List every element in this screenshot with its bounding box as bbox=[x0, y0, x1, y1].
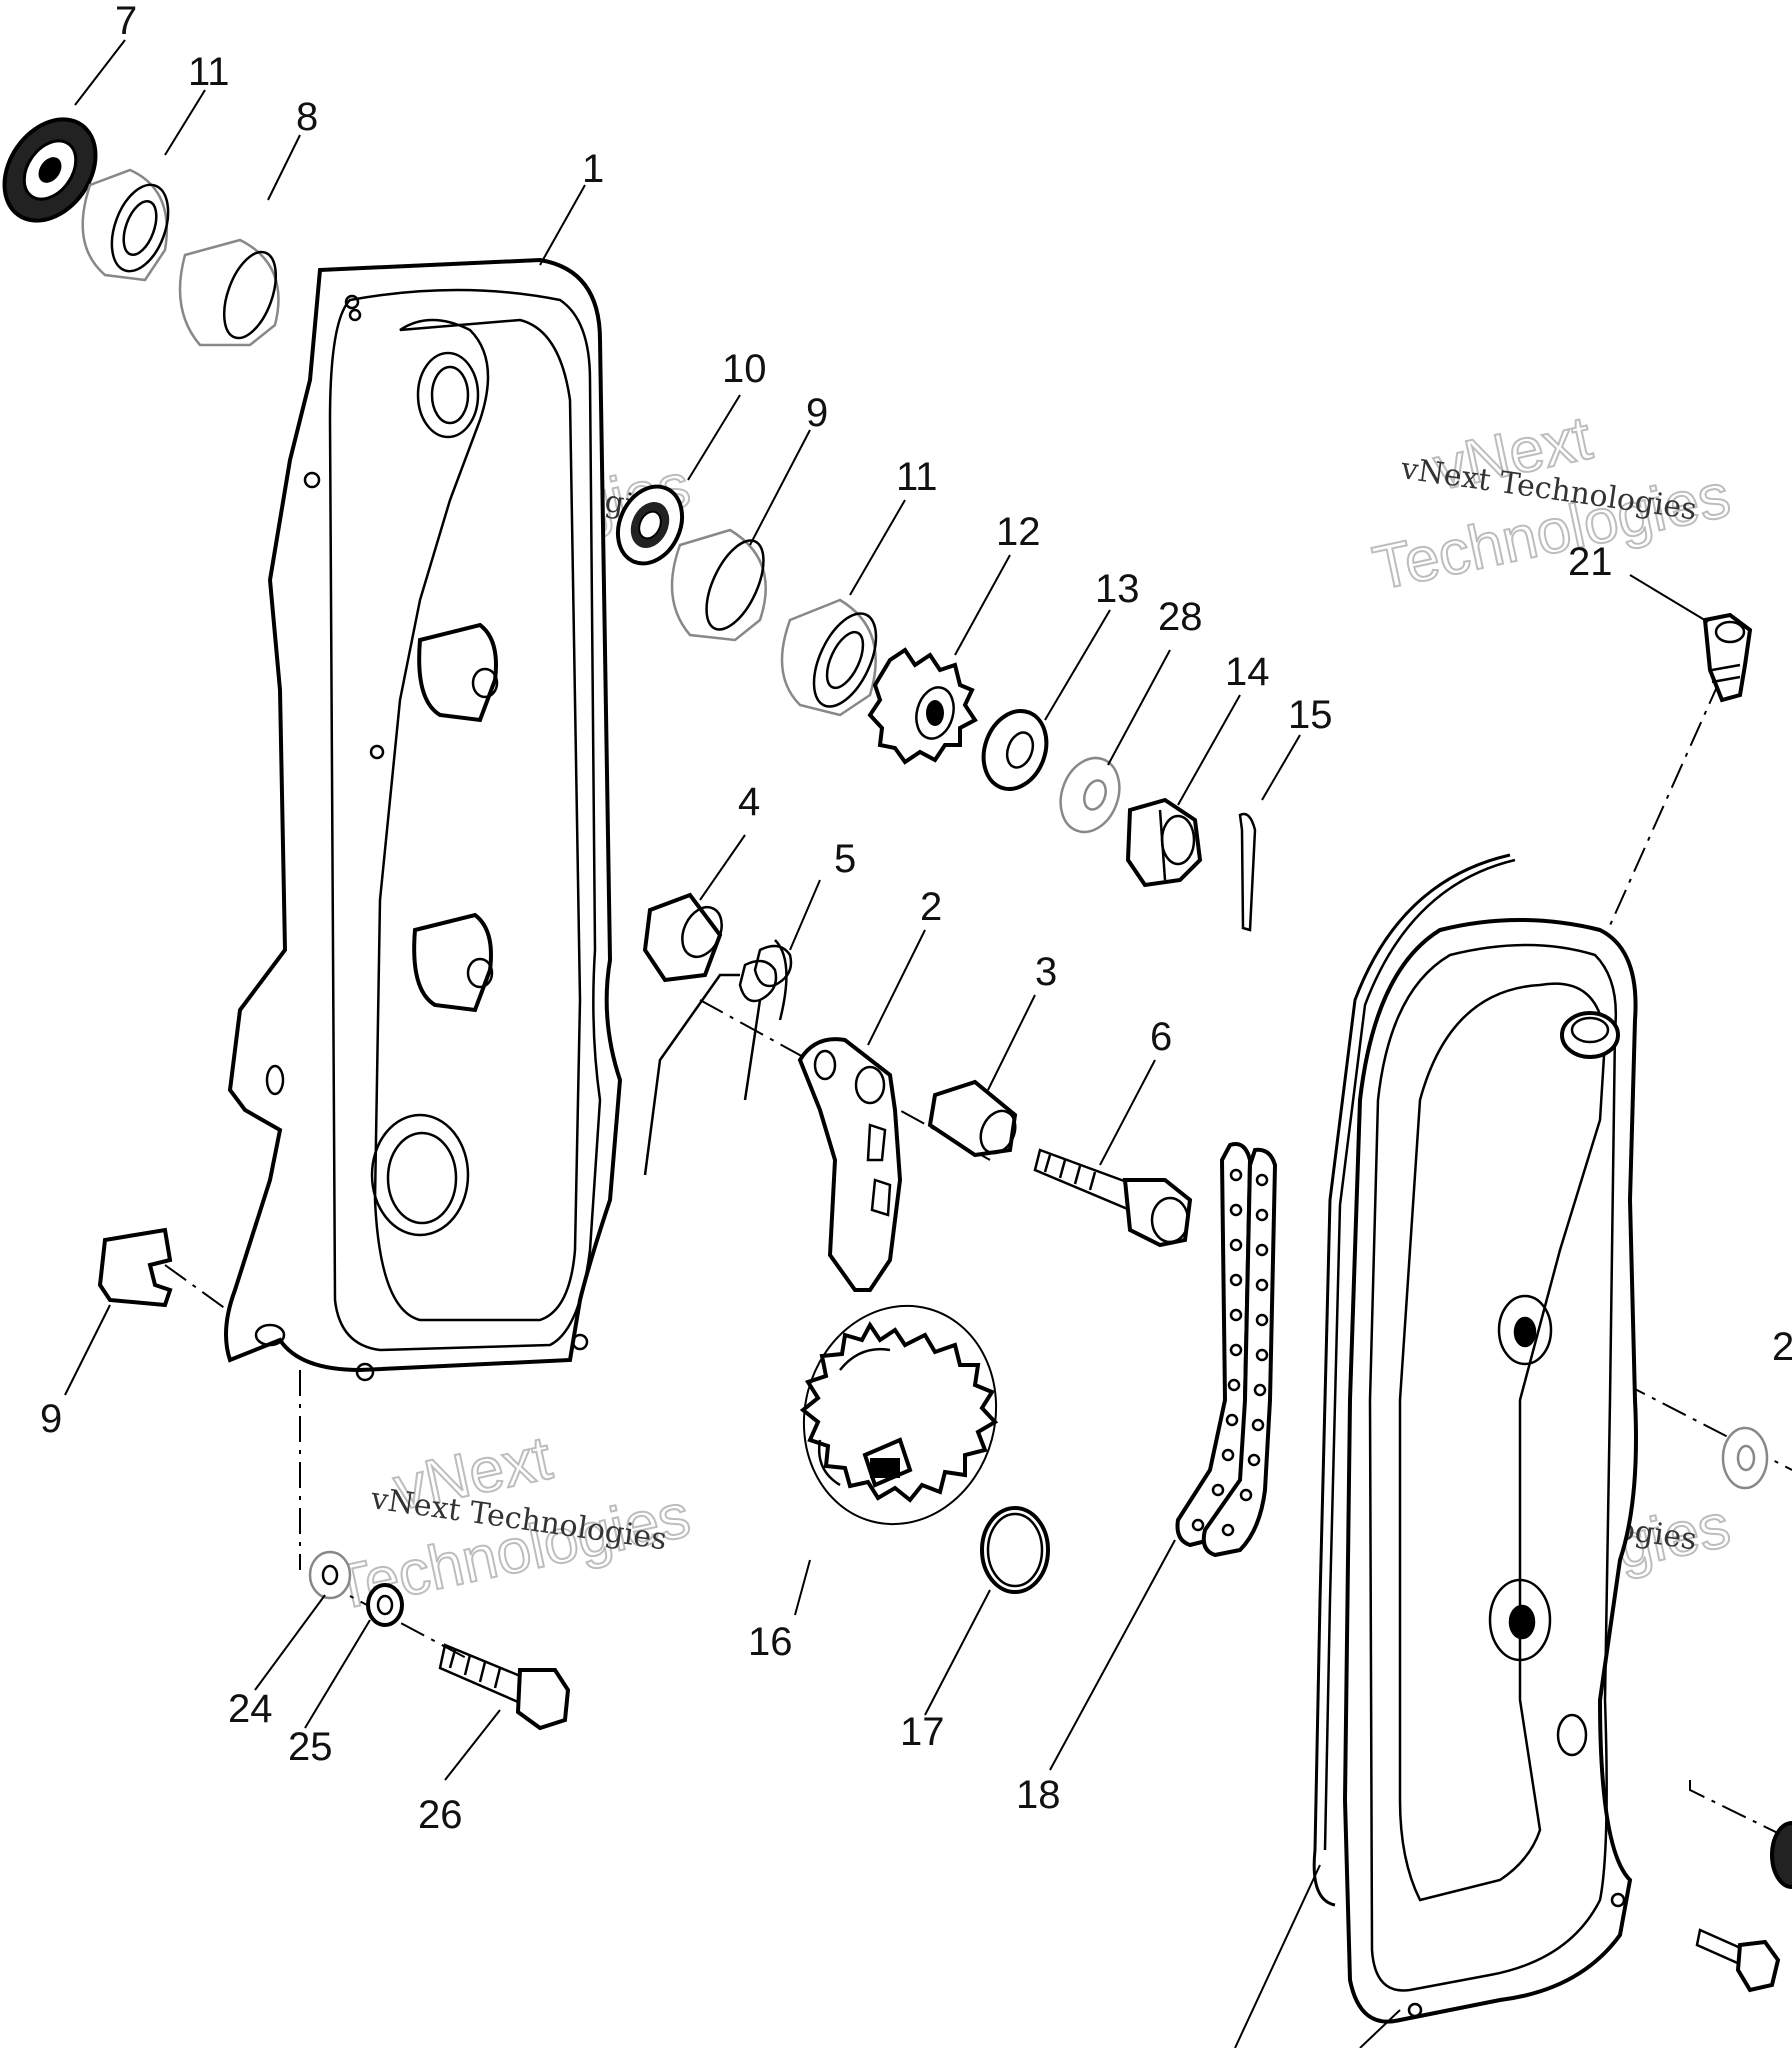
callout-2-right: 2 bbox=[1772, 1325, 1792, 1369]
callout-24: 24 bbox=[228, 1687, 273, 1731]
castle-nut-14 bbox=[1125, 797, 1203, 888]
snap-ring-17 bbox=[980, 1506, 1050, 1594]
sprocket-16 bbox=[799, 1304, 999, 1526]
callout-21: 21 bbox=[1568, 540, 1613, 584]
bolt-26 bbox=[438, 1643, 571, 1731]
axis-line-plug bbox=[1589, 679, 1721, 971]
callout-9-top: 8 bbox=[296, 95, 318, 139]
callout-17: 17 bbox=[900, 1710, 945, 1754]
bolt-6 bbox=[1033, 1148, 1193, 1248]
chain-18 bbox=[1175, 1142, 1278, 1558]
washer-24 bbox=[308, 1550, 352, 1600]
callout-6: 6 bbox=[1150, 1015, 1172, 1059]
washer-25 bbox=[366, 1583, 404, 1627]
seal-10 bbox=[615, 484, 685, 566]
callout-1: 1 bbox=[582, 147, 604, 191]
callout-9-right: 9 bbox=[806, 391, 828, 435]
bolt-right-bottom bbox=[1695, 1928, 1781, 1993]
callout-15: 15 bbox=[1288, 693, 1333, 737]
cup-9-right bbox=[670, 528, 767, 642]
callout-11-right: 11 bbox=[896, 455, 938, 499]
callout-18: 18 bbox=[1016, 1773, 1061, 1817]
gasket-right bbox=[1312, 853, 1516, 1907]
callout-13: 13 bbox=[1095, 567, 1140, 611]
callout-26: 26 bbox=[418, 1793, 463, 1837]
cotter-pin-15 bbox=[1238, 812, 1257, 932]
clip-8 bbox=[97, 1227, 173, 1308]
callout-3: 3 bbox=[1035, 950, 1057, 994]
callout-16: 16 bbox=[748, 1620, 793, 1664]
bearing-11-right bbox=[780, 598, 878, 717]
plug-21 bbox=[1702, 612, 1753, 703]
chain-case-right bbox=[1342, 918, 1638, 2024]
callout-12: 12 bbox=[996, 510, 1041, 554]
sleeve-3 bbox=[927, 1079, 1018, 1158]
callout-8: 9 bbox=[40, 1397, 62, 1441]
callout-25: 25 bbox=[288, 1725, 333, 1769]
leader-lines bbox=[64, 39, 1709, 2048]
lever-2 bbox=[797, 1037, 903, 1292]
callout-5: 5 bbox=[834, 837, 856, 881]
bearing-11-top bbox=[81, 168, 170, 282]
bushing-4 bbox=[642, 892, 723, 983]
chain-case-left bbox=[224, 257, 623, 1382]
seal-7 bbox=[2, 117, 98, 223]
spring-5 bbox=[643, 939, 793, 1176]
callout-2: 2 bbox=[920, 885, 942, 929]
sprocket-12 bbox=[867, 647, 978, 765]
washer-right-edge bbox=[1721, 1426, 1769, 1490]
callout-14: 14 bbox=[1225, 650, 1270, 694]
callout-4: 4 bbox=[738, 780, 760, 824]
cup-9-top bbox=[178, 238, 280, 347]
callout-28: 28 bbox=[1158, 595, 1203, 639]
axis-line-right-lower bbox=[1689, 1780, 1792, 1841]
seal-right-edge bbox=[1770, 1821, 1792, 1889]
callout-10: 10 bbox=[722, 347, 767, 391]
callout-11-top: 11 bbox=[188, 50, 230, 94]
washer-28 bbox=[1059, 756, 1121, 834]
washer-13 bbox=[981, 709, 1049, 791]
callout-7: 7 bbox=[115, 0, 137, 43]
